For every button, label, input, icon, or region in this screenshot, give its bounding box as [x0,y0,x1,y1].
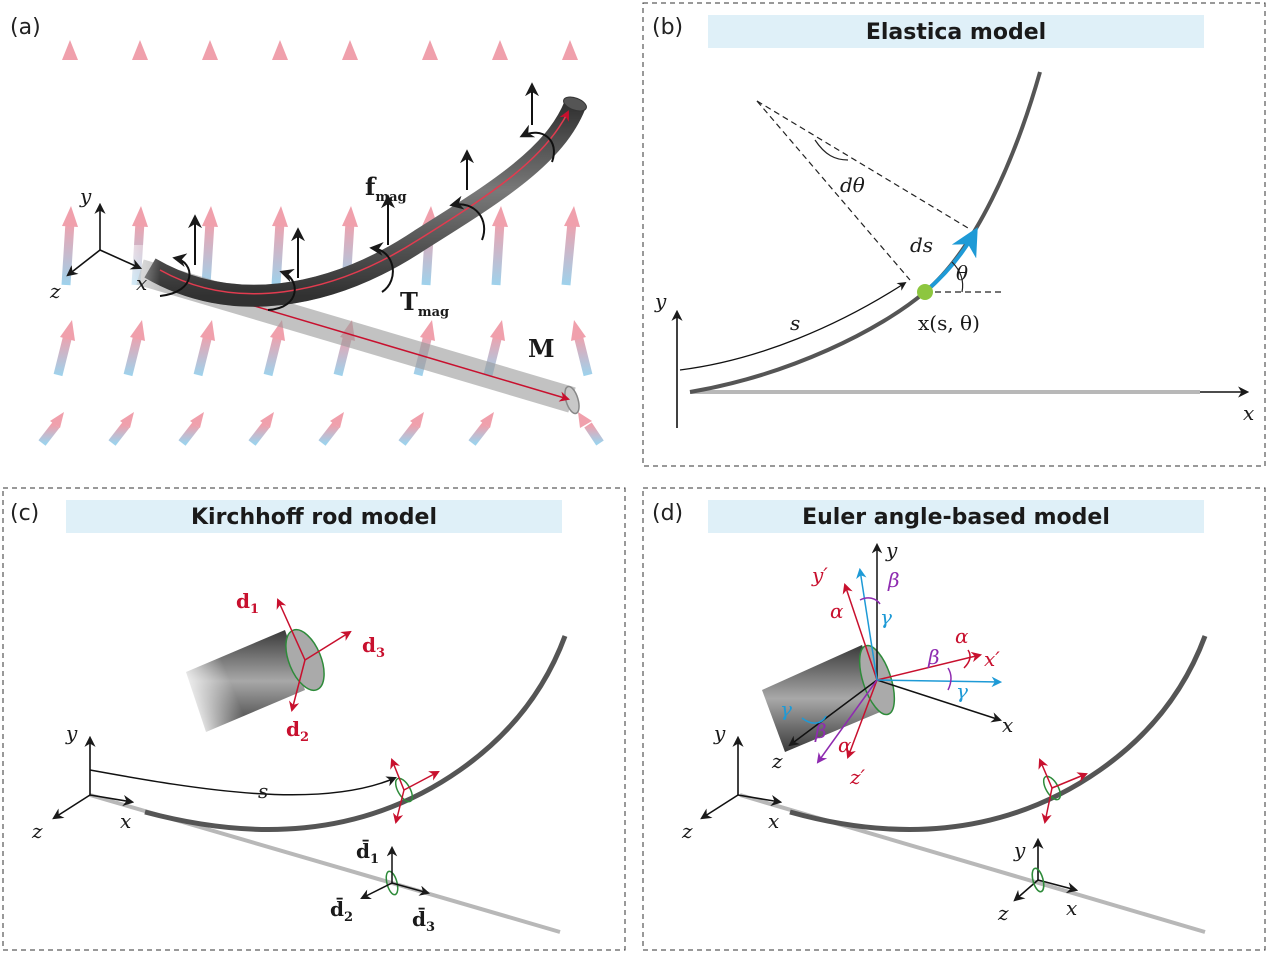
beta-label-right: β [927,645,940,669]
z-prime-label: z′ [849,765,866,789]
axis-y-label: y [713,721,726,745]
panel-b-title: Elastica model [866,20,1046,45]
gamma-label-bottom: γ [780,697,792,721]
angle-arc [814,139,849,161]
axis2-z-label: z [997,901,1009,925]
position-label: x(s, θ) [918,311,980,335]
construction-lines [756,100,1005,293]
beta-label-bottom: β [814,719,827,743]
torque-arcs [159,124,555,311]
panel-d-label: (d) [652,501,683,526]
d1-label: d1 [236,589,259,617]
axis2-x-label: x [1066,896,1077,920]
axis-z-label: z [681,819,693,843]
theta-label: θ [956,261,968,285]
field-row-3 [53,320,593,377]
panel-b-axes [671,309,1250,428]
elastica-curve [689,71,1042,394]
alpha-label-right: α [955,624,969,648]
axis-x-label: x [1243,401,1254,425]
s-label: s [790,311,800,335]
s-label: s [258,779,268,803]
panel-a-label: (a) [10,15,41,40]
panel-b-frame [642,2,1266,467]
panel-d-frame [642,487,1266,951]
point-marker [917,284,933,300]
panel-d: (d) Euler angle-based model y′ y β α [642,487,1266,951]
alpha-label-top: α [830,599,844,623]
panel-c-banner [66,500,562,533]
panel-a: (a) [10,15,604,446]
axis-y-label: y [65,721,78,745]
x-label: x [1002,713,1013,737]
cylinder-closeup [157,598,352,755]
panel-d-title: Euler angle-based model [802,505,1110,530]
axis-z-label: z [49,279,61,303]
axis-x-label: x [120,809,131,833]
axis-y-label: y [654,289,667,313]
alpha-label-bottom: α [838,733,852,757]
magnetization-label: M [528,334,555,363]
dtheta-label: dθ [840,173,865,197]
force-label: fmag [365,172,407,205]
rod-curve [144,635,568,832]
y-prime-label: y′ [811,563,828,587]
field-row-1 [62,40,578,170]
axis-z-label: z [31,819,43,843]
panel-b-banner [708,15,1204,48]
axis2-y-label: y [1013,838,1026,862]
panel-a-axes [66,202,143,277]
z-label: z [771,749,783,773]
deformed-rod [110,96,587,307]
panel-b-label: (b) [652,15,683,40]
panel-b: (b) Elastica model y x dθ ds θ s x(s, θ) [642,2,1266,467]
reference-directors [360,845,431,899]
gamma-label-top: γ [880,605,892,629]
field-row-4 [38,412,604,446]
ds-label: ds [910,233,933,257]
d-bar-3-label: d̄3 [412,906,435,935]
theta-arc [951,261,964,293]
panel-c-title: Kirchhoff rod model [191,505,437,530]
beta-label-top: β [887,568,900,592]
axis-x-label: x [136,271,147,295]
axis-y-label: y [79,184,92,208]
d-bar-1-label: d̄1 [356,838,379,867]
panel-c-axes [52,735,135,820]
panel-d-banner [708,500,1204,533]
panel-c: (c) Kirchhoff rod model d1 d3 d2 s [2,487,626,951]
d-bar-2-label: d̄2 [330,896,353,925]
axis-x-label: x [768,809,779,833]
s-arc [679,282,907,371]
rod-curve [789,635,1208,832]
s-arc [89,769,397,796]
d3-label: d3 [362,633,385,661]
d2-label: d2 [286,717,309,745]
deformed-directors [390,758,440,825]
panel-d-axes [700,735,1079,902]
y-label: y [885,538,898,562]
x-prime-label: x′ [984,647,1000,671]
euler-frames [788,542,1003,764]
force-arrows [188,82,539,278]
gamma-label-right: γ [956,679,968,703]
panel-c-label: (c) [10,501,39,526]
torque-label: Tmag [400,287,449,320]
deformed-frame [1038,758,1088,825]
panel-c-frame [2,487,626,951]
magnetic-field-arrows [38,40,604,446]
